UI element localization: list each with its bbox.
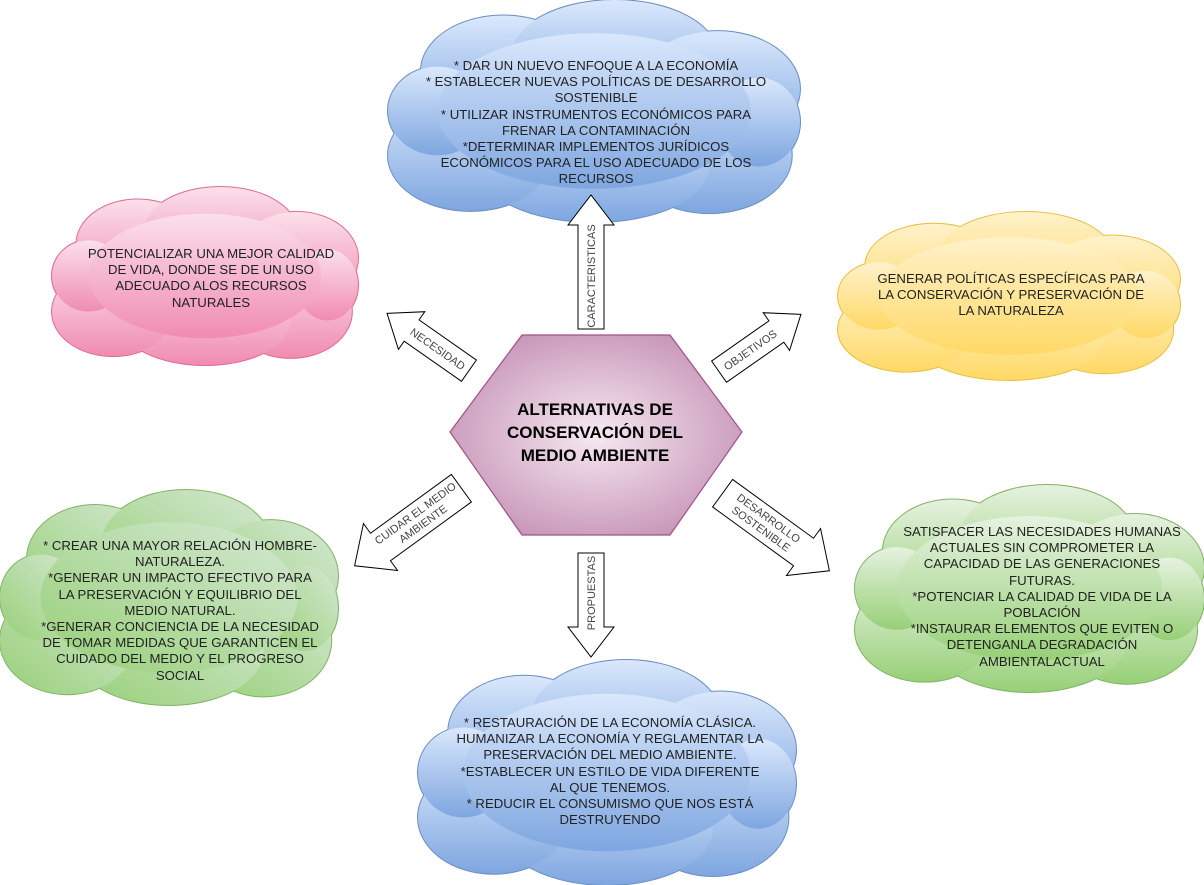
arrow-caracteristicas: CARACTERISTICAS (566, 194, 616, 330)
arrow-label: PROPUESTAS (586, 556, 598, 630)
cloud-objetivos-text: GENERAR POLÍTICAS ESPECÍFICAS PARA LA CO… (877, 271, 1145, 319)
cloud-propuestas (417, 659, 798, 885)
cloud-necesidad-text: POTENCIALIZAR UNA MEJOR CALIDAD DE VIDA,… (87, 246, 335, 310)
arrow-objetivos: OBJETIVOS (710, 312, 802, 384)
cloud-desarrollo-text: SATISFACER LAS NECESIDADES HUMANAS ACTUA… (903, 524, 1181, 669)
arrow-propuestas: PROPUESTAS (566, 552, 616, 658)
cloud-propuestas-text: * RESTAURACIÓN DE LA ECONOMÍA CLÁSICA. H… (456, 715, 764, 828)
arrow-desarrollo-sostenible: DESARROLLO SOSTENIBLE (711, 478, 830, 577)
cloud-caracteristicas-text: * DAR UN NUEVO ENFOQUE A LA ECONOMÍA * E… (425, 58, 767, 187)
cloud-caracteristicas (387, 0, 801, 223)
cloud-cuidar-text: * CREAR UNA MAYOR RELACIÓN HOMBRE- NATUR… (41, 538, 319, 683)
arrow-label: CARACTERISTICAS (586, 224, 598, 327)
arrow-necesidad: NECESIDAD (386, 311, 478, 383)
arrow-cuidar-medio-ambiente: CUIDAR EL MEDIO AMBIENTE (354, 473, 473, 572)
cloud-desarrollo (854, 484, 1204, 693)
cloud-objetivos (837, 211, 1182, 381)
center-title: ALTERNATIVAS DE CONSERVACIÓN DEL MEDIO A… (506, 400, 683, 465)
cloud-cuidar (0, 489, 340, 706)
center-hexagon (449, 334, 743, 536)
cloud-necesidad (50, 186, 359, 366)
